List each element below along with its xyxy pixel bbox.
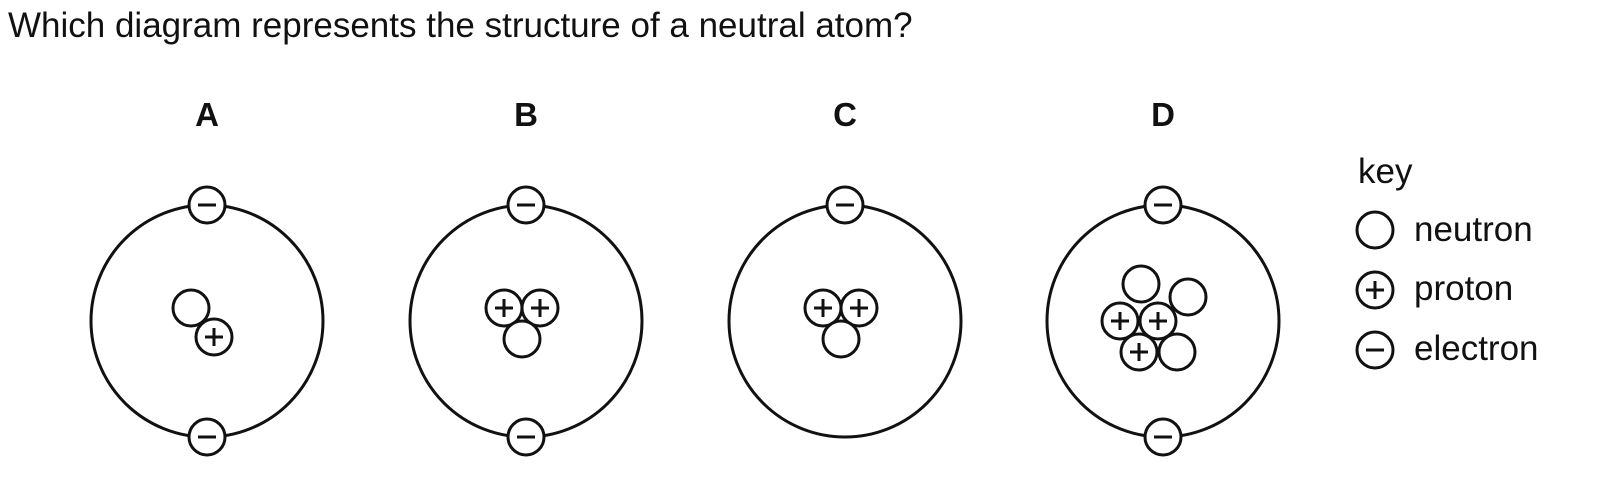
electron-d-1 xyxy=(1143,185,1183,225)
key-title: key xyxy=(1358,152,1413,191)
option-b-label: B xyxy=(514,96,538,133)
proton-d-4 xyxy=(1138,301,1178,341)
proton-d-5 xyxy=(1119,332,1159,372)
proton-c-1 xyxy=(803,288,843,328)
proton-a-2 xyxy=(194,317,234,357)
key-electron-icon xyxy=(1355,330,1395,370)
atom-a xyxy=(89,185,325,457)
neutron-d-1 xyxy=(1121,264,1161,304)
atom-b xyxy=(408,185,644,457)
key-proton-icon xyxy=(1355,270,1395,310)
atom-c xyxy=(727,185,963,439)
proton-d-3 xyxy=(1100,301,1140,341)
electron-a-2 xyxy=(187,417,227,457)
neutron-d-2 xyxy=(1168,277,1208,317)
proton-b-2 xyxy=(520,288,560,328)
neutron-b-3 xyxy=(502,319,542,359)
option-d-label: D xyxy=(1151,96,1175,133)
proton-c-2 xyxy=(839,288,879,328)
atoms-group xyxy=(89,185,1281,457)
electron-b-2 xyxy=(506,417,546,457)
option-a-label: A xyxy=(195,96,219,133)
neutron-d-6 xyxy=(1157,332,1197,372)
electron-c-1 xyxy=(825,185,865,225)
key-label-neutron: neutron xyxy=(1414,210,1533,249)
question-text: Which diagram represents the structure o… xyxy=(8,6,913,45)
option-c-label: C xyxy=(833,96,857,133)
key-neutron-icon xyxy=(1355,210,1395,250)
electron-b-1 xyxy=(506,185,546,225)
key-label-proton: proton xyxy=(1414,269,1514,308)
atom-d xyxy=(1045,185,1281,457)
key-icons-group xyxy=(1355,210,1395,370)
electron-a-1 xyxy=(187,185,227,225)
neutron-c-3 xyxy=(821,319,861,359)
electron-d-2 xyxy=(1143,417,1183,457)
key-label-electron: electron xyxy=(1414,329,1539,368)
neutron-a-1 xyxy=(171,288,211,328)
